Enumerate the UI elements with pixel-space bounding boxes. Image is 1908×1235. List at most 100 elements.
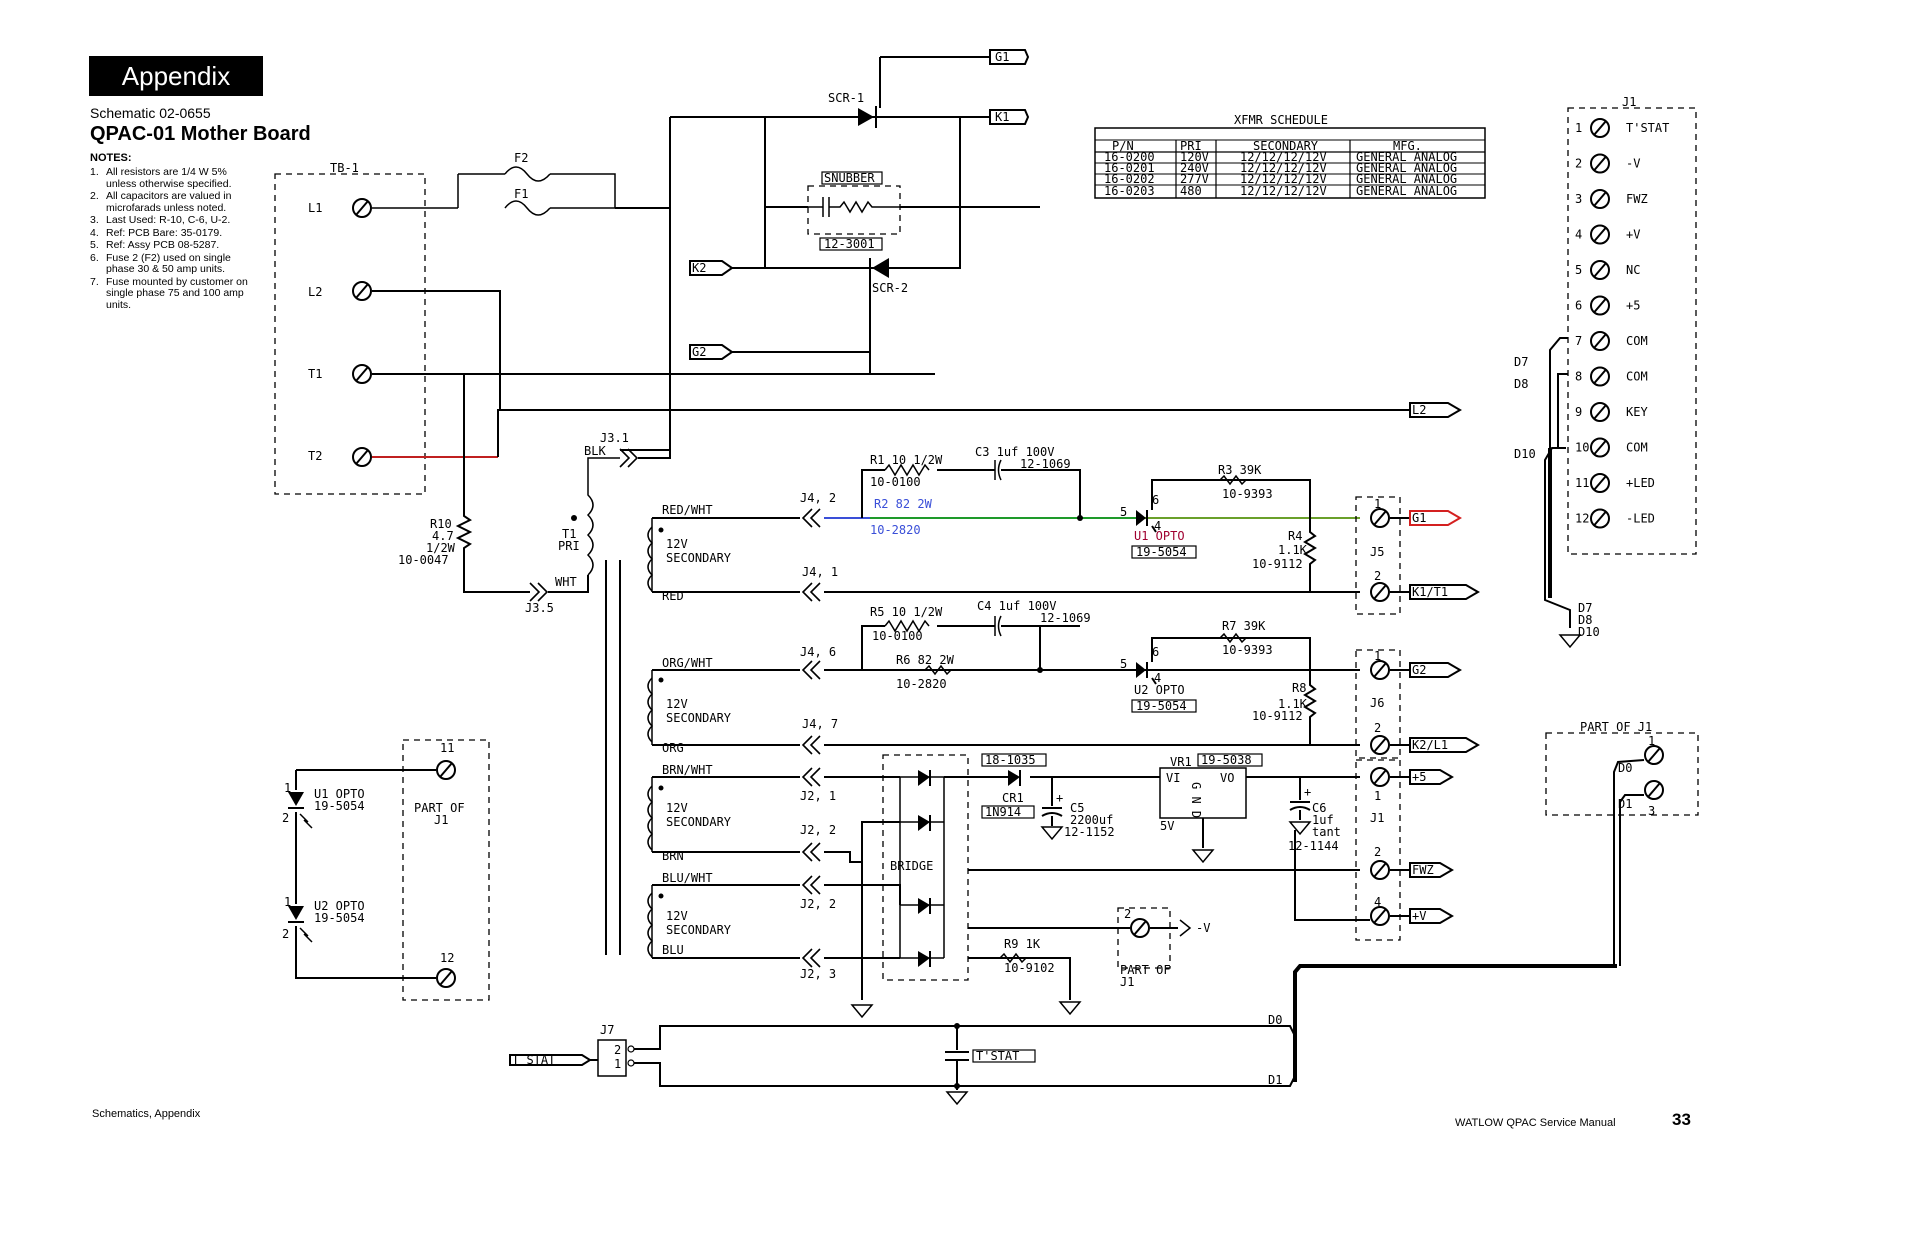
ground-icon [1192,849,1214,863]
sec2-j1: J4, 6 [800,645,836,659]
sec2-bot: ORG [662,741,684,755]
leds-n12: 12 [440,951,454,965]
sec4-v: 12V [666,909,688,923]
j1-d10: D10 [1514,447,1536,461]
j1-pin-number: 3 [1575,192,1582,206]
terminal-screw-icon [1644,745,1664,765]
xfmr-header: PRI [1180,139,1202,153]
c6-label: C6 [1312,801,1326,815]
schematic-number: Schematic 02-0655 [90,105,211,121]
c6-plus: + [1304,785,1311,799]
j1-pin-label: T'STAT [1626,121,1669,135]
connector-chevron-icon [802,767,821,787]
footer-right: WATLOW QPAC Service Manual [1455,1117,1616,1129]
u2-pn: 19-5054 [1136,699,1187,713]
c3-label: C3 1uf 100V [975,445,1054,459]
j1-pin-label: +V [1626,228,1640,242]
partj1-j1: J1 [1120,975,1134,989]
u1-label: U1 OPTO [1134,529,1185,543]
j5-label: J5 [1370,545,1384,559]
minus-v-label: -V [1196,921,1210,935]
vr1-gnd: G N D [1189,782,1203,818]
terminal-screw-icon [1370,735,1390,755]
fuse-f1-label: F1 [514,187,528,201]
u2-pin6: 6 [1152,645,1159,659]
sec3-top: BRN/WHT [662,763,713,777]
ground-icon [1559,634,1581,648]
sec4-j1: J2, 2 [800,897,836,911]
partj1-label: PART OF [1120,963,1171,977]
ground-icon [1289,821,1311,835]
t1-wht: WHT [555,575,577,589]
terminal-screw-icon [1590,508,1610,529]
xfmr-cell: 16-0202 [1104,172,1155,186]
r4-pn: 10-9112 [1252,557,1303,571]
j1-pin-number: 5 [1575,263,1582,277]
connector-chevron-icon [802,842,821,862]
note-item: 3.Last Used: R-10, C-6, U-2. [90,214,231,226]
r4-label: R4 [1288,529,1302,543]
sec4-top: BLU/WHT [662,871,713,885]
r2-pn: 10-2820 [870,523,921,537]
j1-pin-label: KEY [1626,405,1648,419]
appendix-tab: Appendix [89,56,263,96]
r5-label: R5 10 1/2W [870,605,943,619]
sec1-j1: J4, 2 [800,491,836,505]
notes-list: 1.All resistors are 1/4 W 5% unless othe… [90,166,260,312]
j1-pin-label: NC [1626,263,1640,277]
flag-plusv: +V [1412,909,1426,923]
terminal-screw-icon [436,968,456,988]
note-item: 5.Ref: Assy PCB 08-5287. [90,239,220,251]
sec3-v: 12V [666,801,688,815]
j6-t1: 1 [1374,649,1381,663]
scr2-label: SCR-2 [872,281,908,295]
u2-pin4: 4 [1154,671,1161,685]
partj1b-label: PART OF J1 [1580,720,1652,734]
sec1-s: SECONDARY [666,551,732,565]
xfmr-header: P/N [1112,139,1134,153]
note-item: 6.Fuse 2 (F2) used on single phase 30 & … [90,251,231,275]
r3-pn: 10-9393 [1222,487,1273,501]
terminal-screw-icon [436,760,456,780]
tb1-l2-label: L2 [308,285,322,299]
terminal-screw-icon [1590,260,1610,280]
j1-pin-label: COM [1626,334,1648,348]
j1-pin-number: 8 [1575,370,1582,384]
r8-label: R8 [1292,681,1306,695]
tb1-label: TB-1 [330,161,359,175]
footer-left: Schematics, Appendix [92,1108,201,1120]
led2-pn: 19-5054 [314,911,365,925]
terminal-screw-icon [352,281,372,301]
connector-chevron-icon [802,508,821,528]
ground-icon [851,1004,873,1018]
led1-pn: 19-5054 [314,799,365,813]
terminal-screw-icon [1370,906,1390,926]
terminal-screw-icon [1590,437,1610,458]
j1-d8: D8 [1514,377,1528,391]
u1-pin5: 5 [1120,505,1127,519]
secondary-coils: RED/WHT 12V SECONDARY RED J4, 2 J4, 1 OR… [647,491,838,981]
note-item: 1.All resistors are 1/4 W 5% unless othe… [90,166,232,190]
leds-n11: 11 [440,741,454,755]
xfmr-cell: GENERAL ANALOG [1356,172,1457,186]
note-item: 4.Ref: PCB Bare: 35-0179. [90,226,223,239]
j1-pin-label: +LED [1626,476,1655,490]
c5-label: C5 [1070,801,1084,815]
c4-pn: 12-1069 [1040,611,1091,625]
terminal-screw-icon [1370,767,1390,787]
power-supply: BRIDGE 18-1035 CR1 1N914 + C5 2200uf 12-… [824,753,1454,1018]
u1-pin4: 4 [1154,519,1161,533]
sec1-bot: RED [662,589,684,603]
flag-k1: K1 [995,110,1009,124]
xfmr-schedule-table: XFMR SCHEDULE P/N PRI SECONDARY MFG. 16-… [1094,113,1486,199]
notes-heading: NOTES: [90,152,132,164]
partj1b-n1: 1 [1648,734,1655,748]
c5-value: 2200uf [1070,813,1113,827]
terminal-screw-icon [1370,582,1390,602]
c5-plus: + [1056,791,1063,805]
flag-fwz: FWZ [1412,863,1434,877]
j1-t1: 1 [1374,789,1381,803]
note-item: 2.All capacitors are valued in microfara… [90,190,232,214]
